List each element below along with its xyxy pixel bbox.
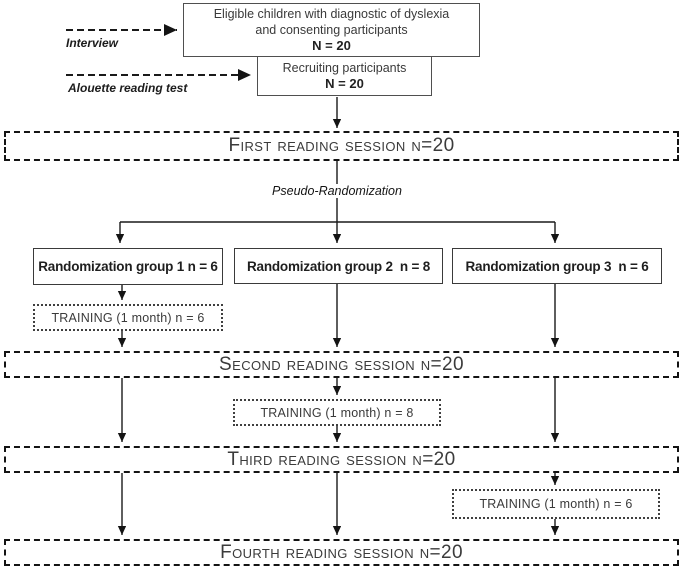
first-reading-session-banner: First reading session n=20 bbox=[4, 131, 679, 161]
eligible-line-1: Eligible children with diagnostic of dys… bbox=[213, 6, 450, 21]
randomization-group3-box: Randomization group 3 n = 6 bbox=[452, 248, 662, 284]
eligible-line-2: and consenting participants bbox=[255, 22, 408, 37]
pseudo-randomization-label: Pseudo-Randomization bbox=[267, 184, 407, 198]
third-reading-session-banner: Third reading session n=20 bbox=[4, 446, 679, 473]
alouette-reading-test-label: Alouette reading test bbox=[68, 81, 188, 95]
second-reading-session-banner: Second reading session n=20 bbox=[4, 351, 679, 378]
recruiting-participants-box: Recruiting participants N = 20 bbox=[257, 56, 432, 96]
interview-label: Interview bbox=[66, 36, 119, 50]
training1-box: TRAINING (1 month) n = 6 bbox=[33, 304, 223, 331]
randomization-group2-box: Randomization group 2 n = 8 bbox=[234, 248, 443, 284]
eligible-children-box: Eligible children with diagnostic of dys… bbox=[183, 3, 480, 57]
training2-box: TRAINING (1 month) n = 8 bbox=[233, 399, 441, 426]
eligible-n: N = 20 bbox=[312, 37, 351, 53]
recruiting-n: N = 20 bbox=[325, 75, 364, 91]
recruiting-line: Recruiting participants bbox=[282, 60, 407, 75]
fourth-reading-session-banner: Fourth reading session n=20 bbox=[4, 539, 679, 566]
randomization-group1-box: Randomization group 1 n = 6 bbox=[33, 248, 223, 285]
training3-box: TRAINING (1 month) n = 6 bbox=[452, 489, 660, 519]
